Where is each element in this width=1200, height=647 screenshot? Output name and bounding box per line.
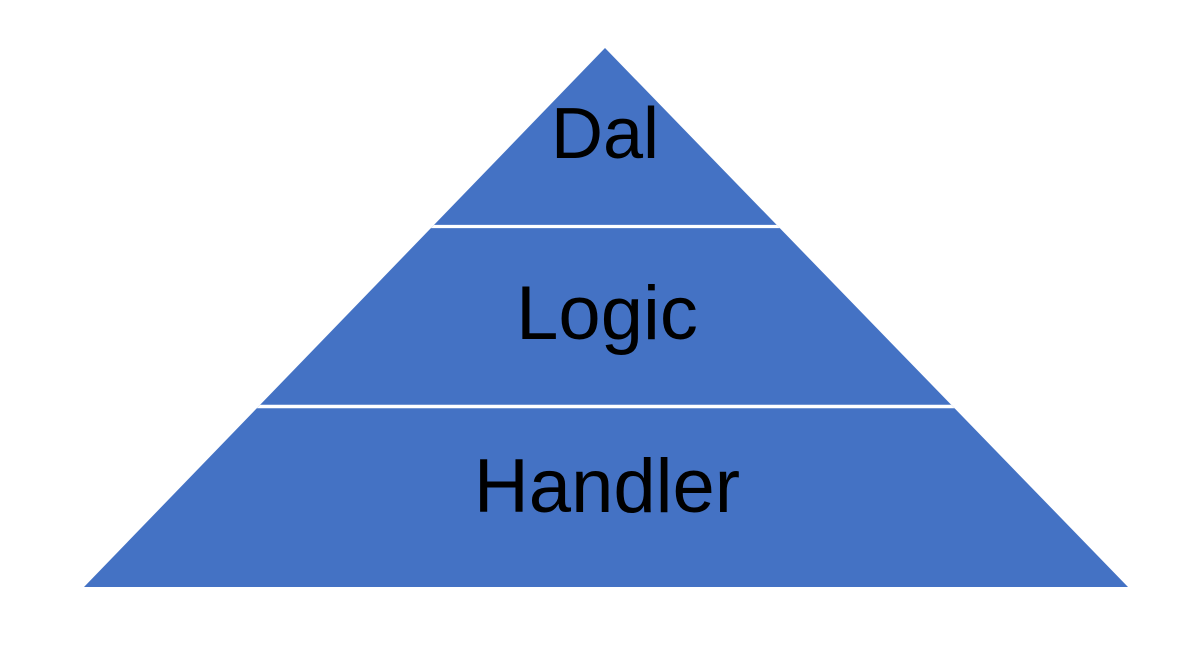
pyramid-body (84, 48, 1128, 587)
tier-label-handler: Handler (474, 444, 740, 529)
tier-label-logic: Logic (516, 271, 698, 356)
tier-label-dal: Dal (551, 94, 659, 174)
